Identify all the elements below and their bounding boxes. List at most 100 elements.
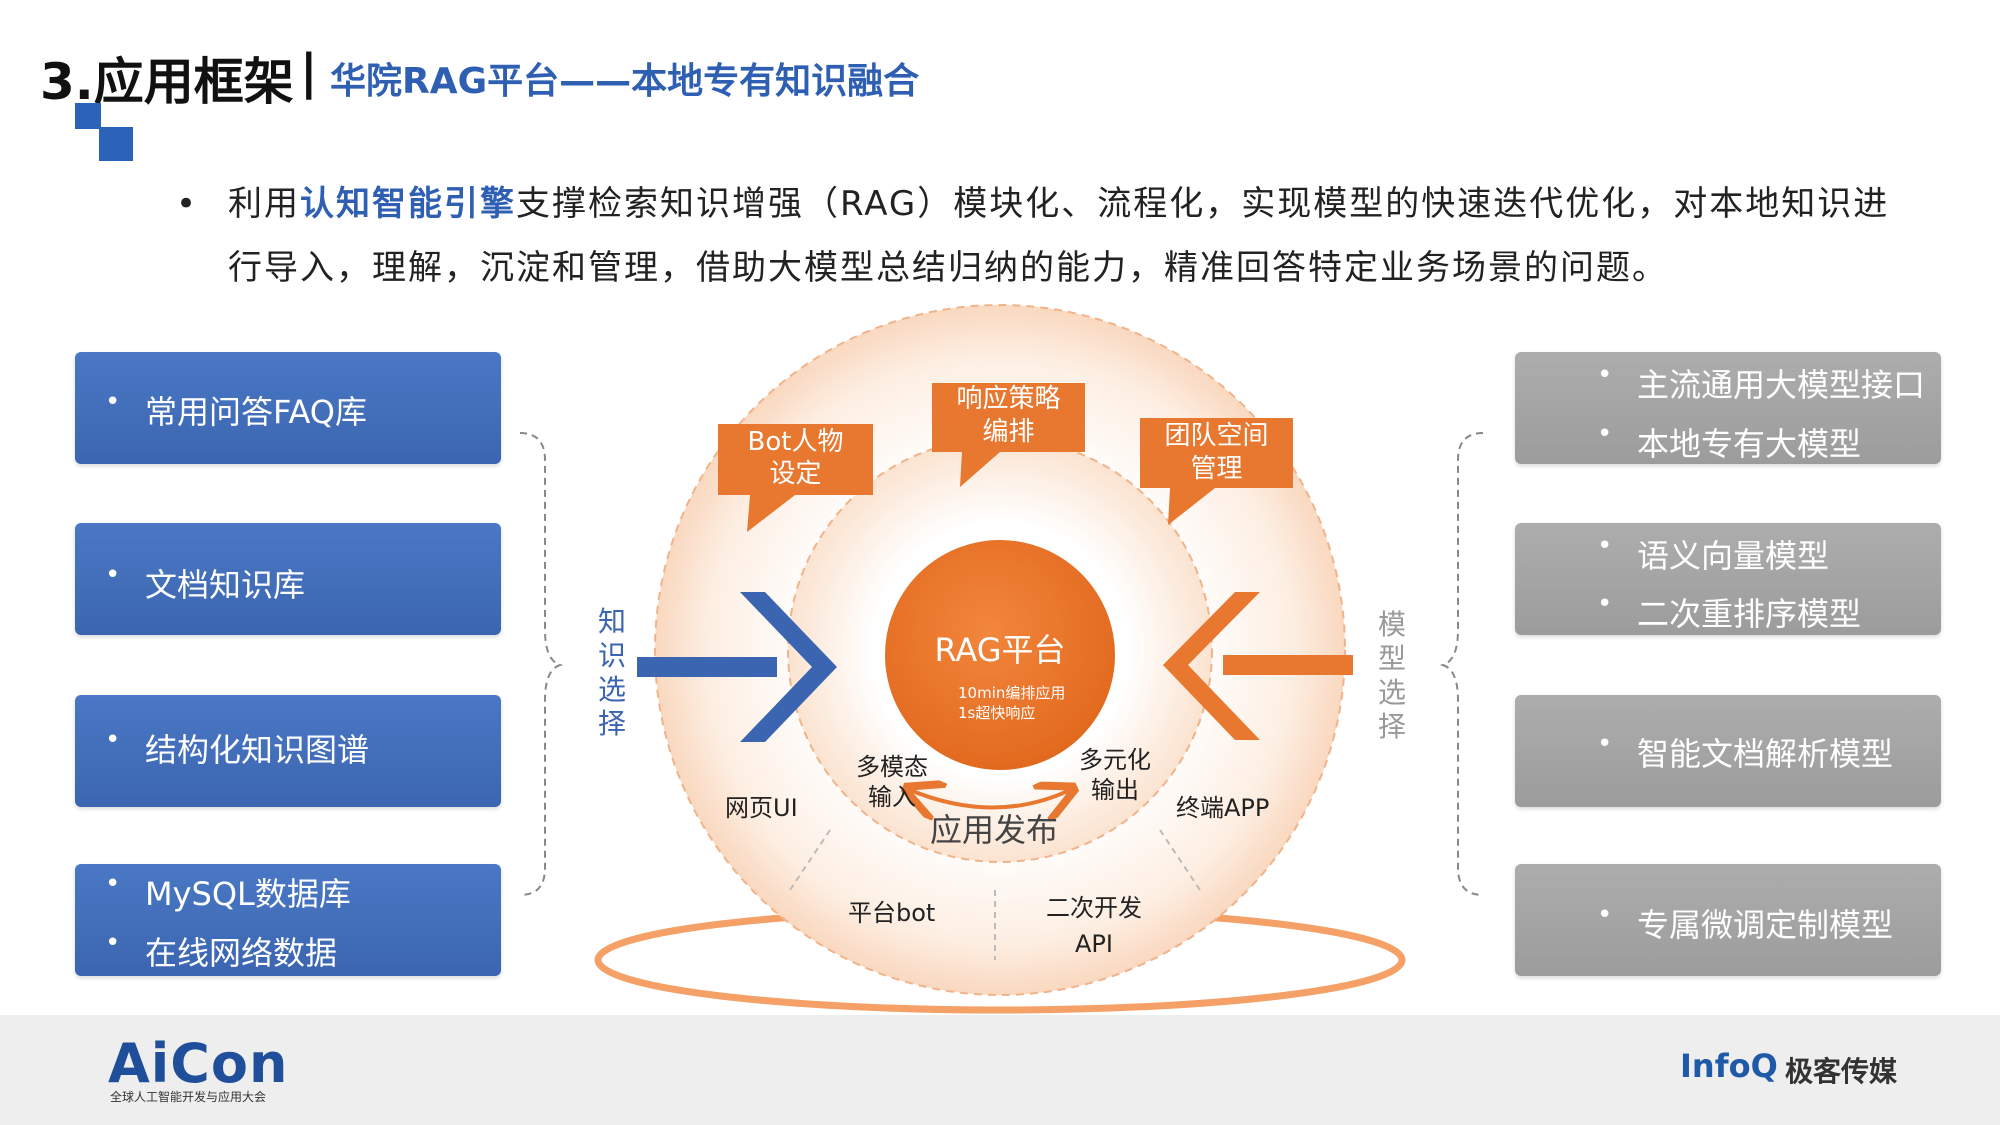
list-item: • 本地专有大模型 bbox=[1597, 419, 1862, 465]
model-box-vector: • 语义向量模型 • 二次重排序模型 bbox=[1515, 523, 1941, 635]
vchar: 择 bbox=[597, 707, 626, 740]
double-arrow-icon bbox=[910, 790, 1070, 808]
bullet-icon: • bbox=[1597, 729, 1613, 759]
callout-team-text: 团队空间 管理 bbox=[1140, 420, 1293, 486]
bullet-icon: • bbox=[105, 928, 121, 958]
callout-strategy bbox=[932, 383, 1085, 487]
list-item-text: 二次重排序模型 bbox=[1637, 595, 1862, 633]
list-item-text: 文档知识库 bbox=[145, 566, 306, 604]
callout-bot-line1: Bot人物 bbox=[747, 427, 844, 457]
list-item: • 二次重排序模型 bbox=[1597, 589, 1862, 635]
knowledge-select-label: 知 识 选 择 bbox=[595, 605, 629, 741]
callout-team-line2: 管理 bbox=[1190, 454, 1243, 484]
callout-bot-line2: 设定 bbox=[769, 459, 822, 489]
callout-strategy-line2: 编排 bbox=[982, 417, 1035, 447]
geek-media-logo: 极客传媒 bbox=[1785, 1055, 1898, 1088]
multimodal-line1: 多模态 bbox=[856, 753, 928, 781]
core-line1: 10min编排应用 bbox=[958, 684, 1066, 702]
aicon-tagline: 全球人工智能开发与应用大会 bbox=[110, 1090, 267, 1104]
knowledge-box-faq: • 常用问答FAQ库 bbox=[75, 352, 501, 464]
vchar: 知 bbox=[597, 605, 626, 638]
list-item-text: 语义向量模型 bbox=[1637, 537, 1830, 575]
right-brace bbox=[1439, 432, 1484, 896]
knowledge-box-db: • MySQL数据库 • 在线网络数据 bbox=[75, 864, 501, 976]
publish-label: 应用发布 bbox=[930, 811, 1059, 849]
bullet-icon: • bbox=[1597, 360, 1613, 390]
api-label: 二次开发 API bbox=[1040, 890, 1148, 962]
list-item: • 语义向量模型 bbox=[1597, 531, 1830, 577]
vchar: 识 bbox=[597, 639, 626, 672]
bullet-icon: • bbox=[1597, 531, 1613, 561]
bullet-icon: • bbox=[176, 184, 197, 224]
callout-strategy-text: 响应策略 编排 bbox=[932, 383, 1085, 449]
list-item-text: 专属微调定制模型 bbox=[1637, 906, 1894, 944]
page-title: 3.应用框架 bbox=[40, 53, 294, 111]
callout-team-line1: 团队空间 bbox=[1164, 421, 1269, 451]
core-circle bbox=[885, 540, 1115, 770]
core-title: RAG平台 bbox=[934, 631, 1066, 669]
infoq-logo: InfoQ bbox=[1680, 1047, 1778, 1085]
aicon-logo: AiCon bbox=[108, 1032, 289, 1095]
callout-team bbox=[1140, 418, 1293, 525]
vchar: 选 bbox=[1377, 676, 1406, 709]
terminal-app-label: 终端APP bbox=[1176, 794, 1270, 822]
callout-strategy-line1: 响应策略 bbox=[956, 384, 1061, 414]
footer-bar bbox=[0, 1015, 2000, 1125]
list-item-text: 主流通用大模型接口 bbox=[1637, 366, 1926, 404]
bullet-icon: • bbox=[1597, 589, 1613, 619]
model-select-label: 模 型 选 择 bbox=[1375, 608, 1409, 744]
multiout-line2: 输出 bbox=[1091, 776, 1139, 804]
list-item-text: 结构化知识图谱 bbox=[145, 731, 370, 769]
platform-bot-label: 平台bot bbox=[848, 899, 936, 927]
arrow-left-icon bbox=[1163, 592, 1353, 740]
api-line1: 二次开发 bbox=[1046, 894, 1142, 922]
left-brace bbox=[519, 432, 564, 896]
vchar: 型 bbox=[1377, 642, 1406, 675]
list-item: • MySQL数据库 bbox=[105, 869, 351, 915]
bullet-icon: • bbox=[105, 725, 121, 755]
list-item: •专属微调定制模型 bbox=[1597, 900, 1894, 946]
list-item-text: MySQL数据库 bbox=[145, 875, 351, 913]
model-box-finetune: •专属微调定制模型 bbox=[1515, 864, 1941, 976]
intro-prefix: 利用 bbox=[228, 184, 300, 224]
multimodal-line2: 输入 bbox=[868, 783, 916, 811]
web-ui-label: 网页UI bbox=[725, 794, 798, 822]
list-item-text: 智能文档解析模型 bbox=[1637, 735, 1894, 773]
vchar: 模 bbox=[1377, 608, 1406, 641]
divider-line bbox=[1159, 829, 1201, 891]
list-item-text: 在线网络数据 bbox=[145, 934, 338, 972]
intro-highlight: 认知智能引擎 bbox=[300, 184, 516, 224]
core-line2: 1s超快响应 bbox=[958, 704, 1036, 722]
multimodal-input: 多模态 输入 bbox=[852, 752, 932, 812]
vchar: 选 bbox=[597, 673, 626, 706]
list-item: • 结构化知识图谱 bbox=[105, 725, 370, 771]
model-box-llm: • 主流通用大模型接口 • 本地专有大模型 bbox=[1515, 352, 1941, 464]
multi-output: 多元化 输出 bbox=[1075, 745, 1155, 805]
list-item: • 智能文档解析模型 bbox=[1597, 729, 1894, 775]
multiout-line1: 多元化 bbox=[1079, 746, 1151, 774]
divider-line bbox=[789, 829, 831, 891]
list-item-text: 本地专有大模型 bbox=[1637, 425, 1862, 463]
bullet-icon: • bbox=[105, 869, 121, 899]
callout-bot bbox=[718, 424, 873, 532]
list-item: • 文档知识库 bbox=[105, 560, 306, 606]
list-item: • 主流通用大模型接口 bbox=[1597, 360, 1926, 406]
bullet-icon: • bbox=[105, 560, 121, 590]
list-item: • 在线网络数据 bbox=[105, 928, 338, 974]
bullet-icon: • bbox=[105, 387, 121, 417]
api-line2: API bbox=[1075, 930, 1113, 958]
intro-rest: 支撑检索知识增强（RAG）模块化、流程化，实现模型的快速迭代优化，对本地知识进行… bbox=[228, 184, 1890, 288]
knowledge-box-docs: • 文档知识库 bbox=[75, 523, 501, 635]
bullet-icon: • bbox=[1597, 419, 1613, 449]
arrow-right-icon bbox=[637, 592, 837, 742]
decor-square bbox=[99, 127, 133, 161]
model-box-docparse: • 智能文档解析模型 bbox=[1515, 695, 1941, 807]
knowledge-box-graph: • 结构化知识图谱 bbox=[75, 695, 501, 807]
callout-bot-text: Bot人物 设定 bbox=[718, 426, 873, 490]
page-subtitle: 华院RAG平台——本地专有知识融合 bbox=[330, 61, 920, 102]
list-item-text: 常用问答FAQ库 bbox=[145, 393, 367, 431]
vchar: 择 bbox=[1377, 710, 1406, 743]
decor-square bbox=[75, 103, 101, 129]
title-separator: | bbox=[300, 44, 318, 100]
